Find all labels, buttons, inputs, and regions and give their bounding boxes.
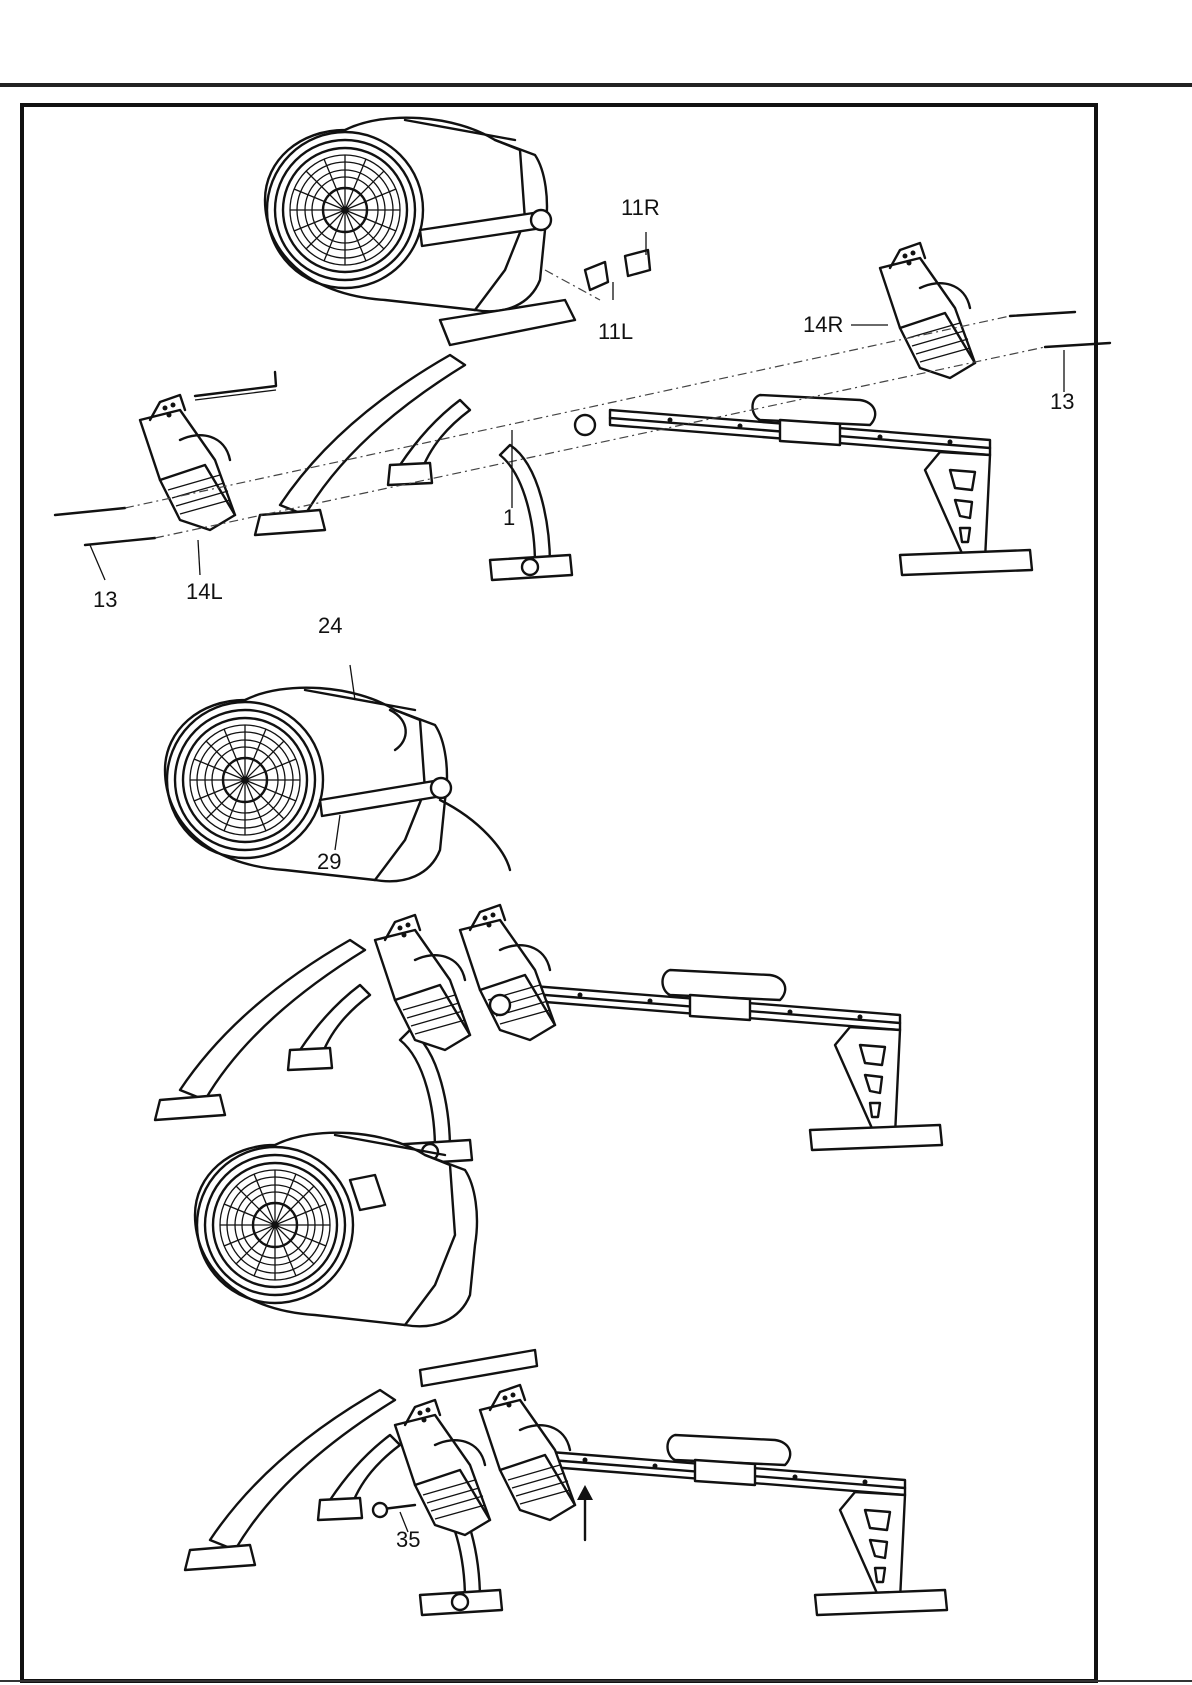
callout-13-right: 13: [1050, 390, 1074, 414]
callout-13-left: 13: [93, 588, 117, 612]
callout-35: 35: [396, 1528, 420, 1552]
callout-11R: 11R: [621, 196, 660, 220]
bolt-13-right-lower: [1045, 343, 1110, 347]
bolt-13-left-upper: [55, 508, 125, 515]
callout-14L: 14L: [186, 580, 223, 604]
callout-29: 29: [317, 850, 341, 874]
rotation-arrow-icon-2: [440, 800, 510, 870]
callout-24: 24: [318, 614, 342, 638]
pedal-14R: [880, 243, 975, 378]
figure-c-assembly: [185, 1133, 947, 1615]
allen-key-icon: [195, 372, 276, 400]
bolt-13-left-lower: [85, 538, 155, 545]
arrow-up-icon: [577, 1485, 593, 1540]
handlebar-c: [420, 1350, 537, 1386]
callout-11L: 11L: [598, 320, 633, 344]
pedal-14L: [140, 395, 235, 530]
bolt-13-right-upper: [1010, 312, 1075, 316]
figure-b-assembly: [155, 665, 942, 1165]
callout-14R: 14R: [803, 313, 843, 337]
figure-a-assembly: [55, 118, 1110, 580]
callout-1: 1: [503, 506, 515, 530]
